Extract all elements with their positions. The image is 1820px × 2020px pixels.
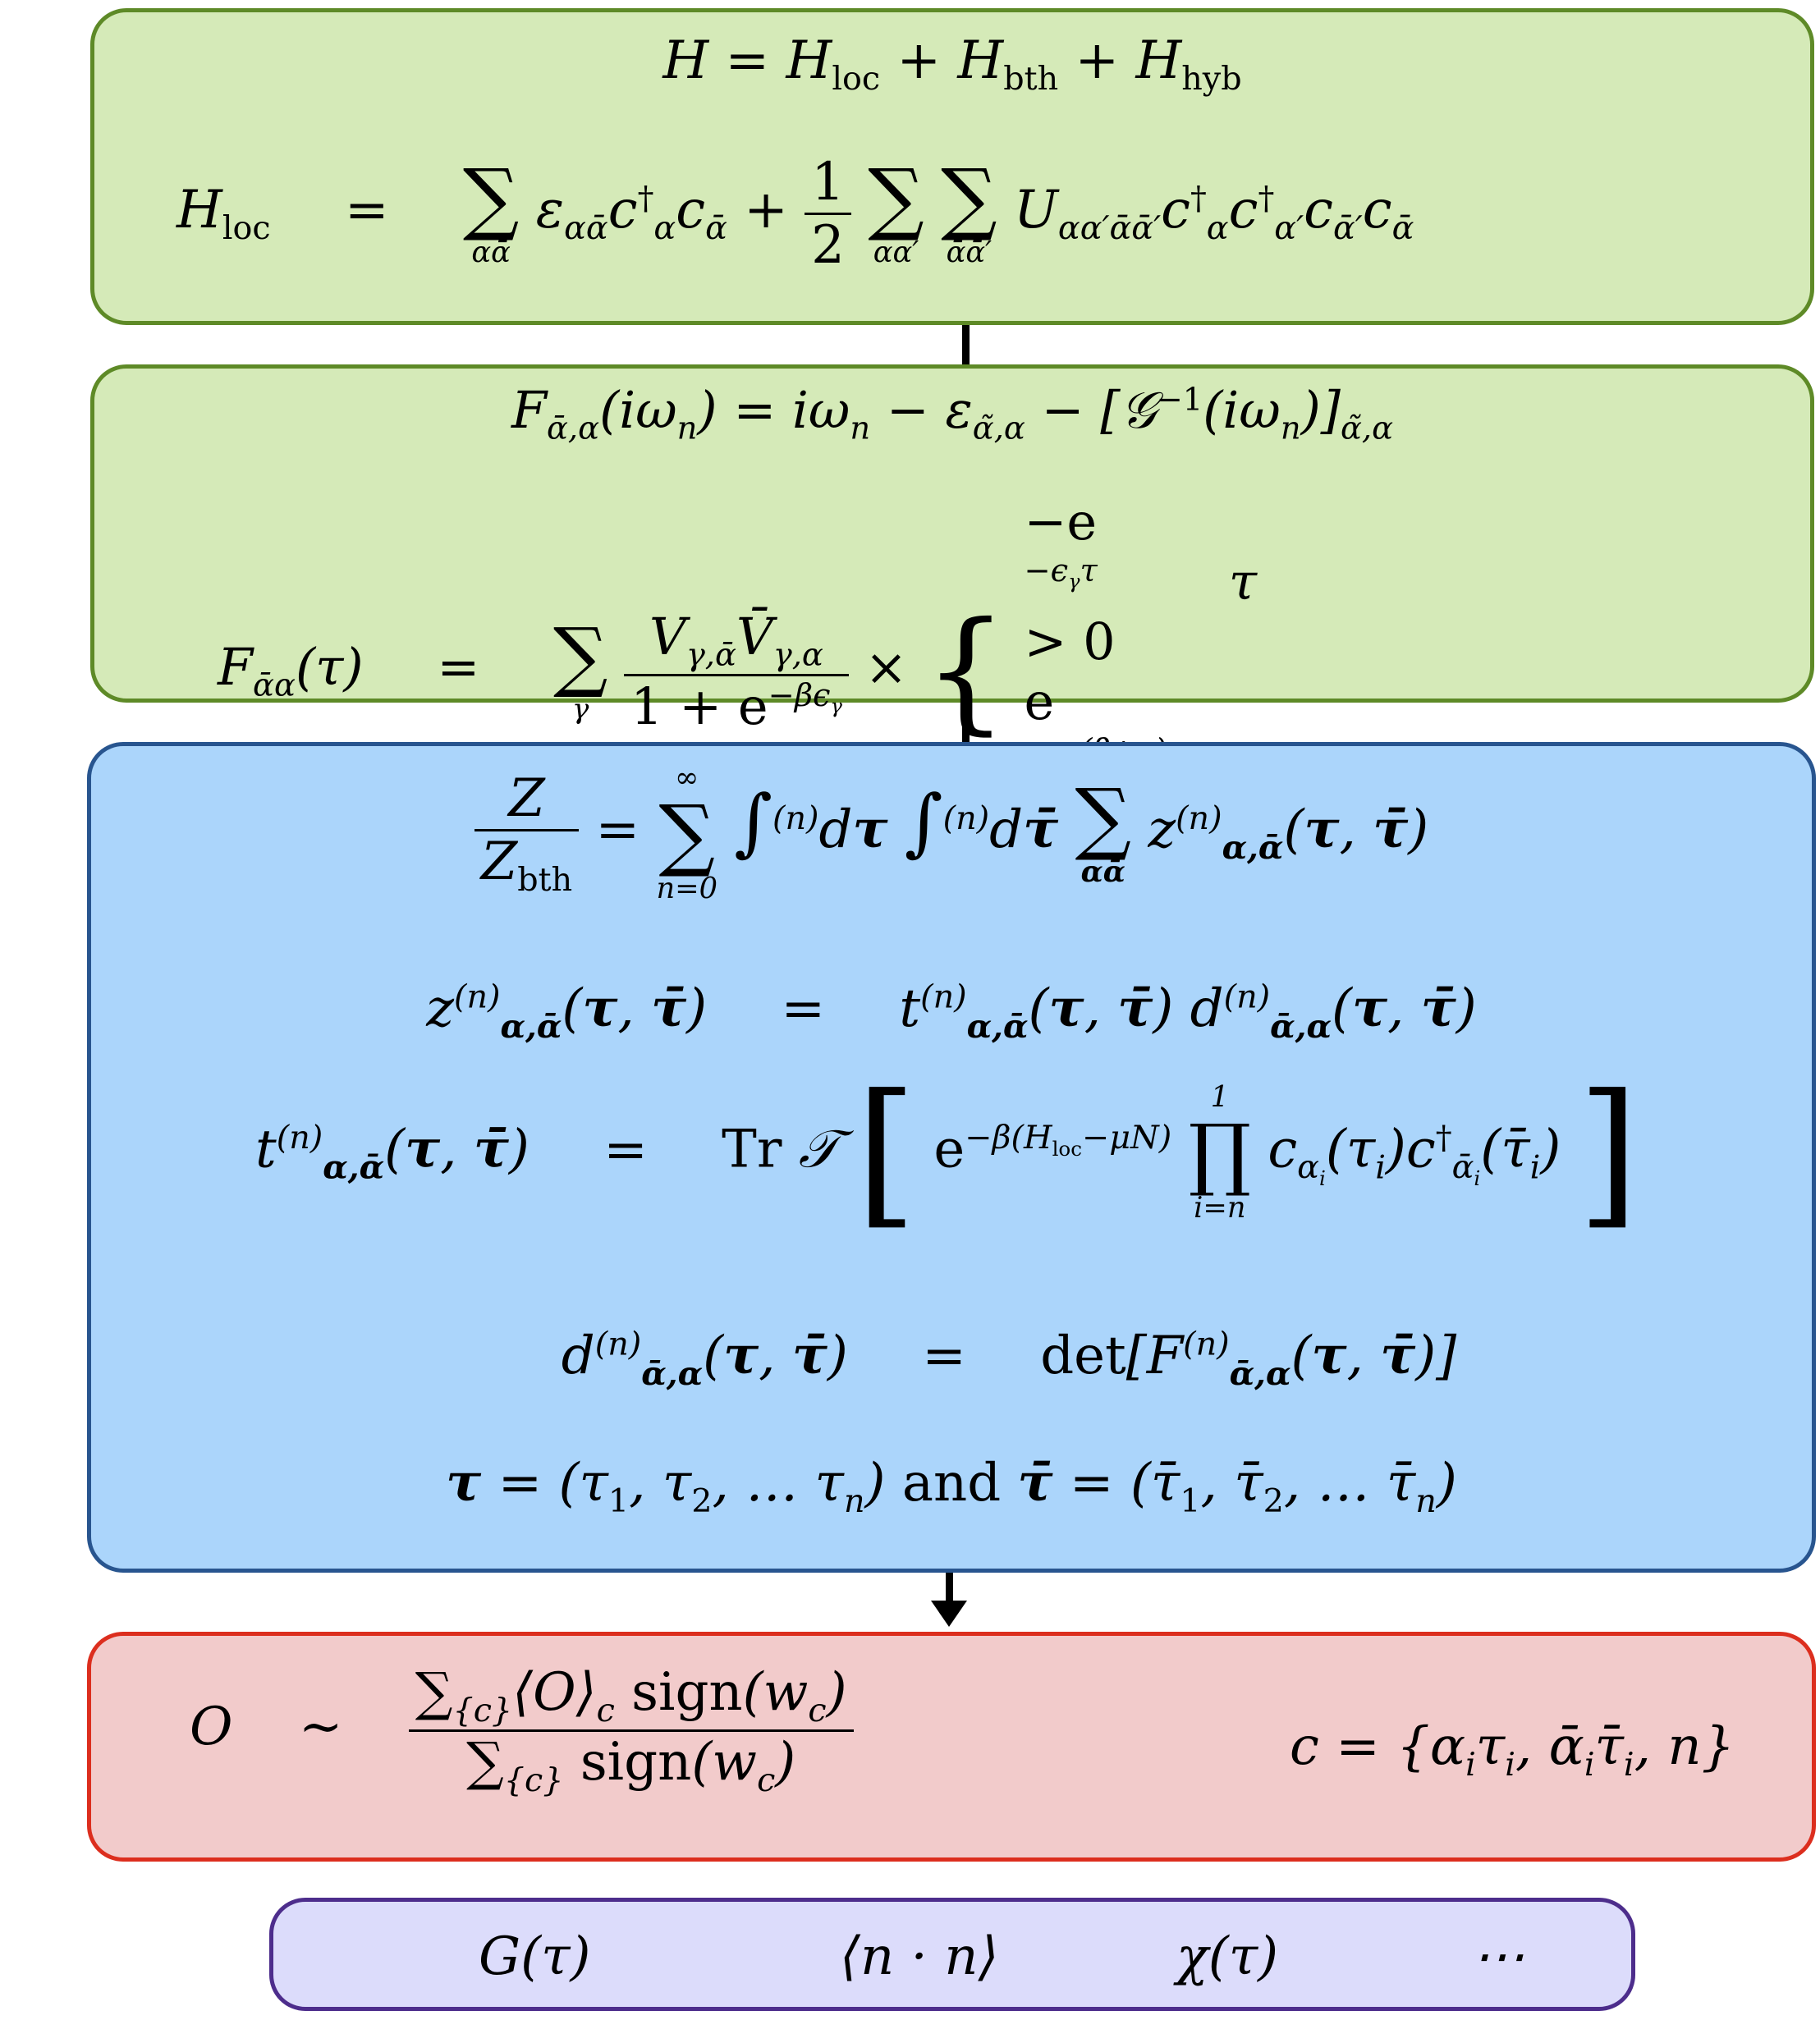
connector-line-1 [962, 325, 970, 366]
determinant-equation: d(n)ᾱ,α(τ, τ̄) = det[F(n)ᾱ,α(τ, τ̄)] [561, 1325, 1457, 1393]
weight-equation: z(n)α,ᾱ(τ, τ̄) = t(n)α,ᾱ(τ, τ̄) d(n)ᾱ,α(… [426, 978, 1477, 1046]
observable-equation: O ∼ ∑{c}⟨O⟩c sign(wc) ∑{c} sign(wc) [190, 1662, 854, 1799]
green-function-label: G(τ) [479, 1926, 591, 1987]
trace-equation: t(n)α,ᾱ(τ, τ̄) = Tr 𝒯 [ e−β(Hloc−μN) 1∏i… [255, 1061, 1639, 1244]
connector-line-3 [946, 1573, 953, 1602]
configuration-definition: c = {αiτi, ᾱiτ̄i, n} [1290, 1716, 1735, 1784]
hamiltonian-equation: H = Hloc + Hbth + Hhyb [662, 30, 1242, 98]
observable-box: O ∼ ∑{c}⟨O⟩c sign(wc) ∑{c} sign(wc) c = … [87, 1632, 1816, 1862]
measured-quantities-box: G(τ) ⟨n · n⟩ χ(τ) ⋯ [269, 1898, 1635, 2011]
hybridization-frequency-equation: Fᾱ,α(iωn) = iωn − εα̃,α − [𝒢−1(iωn)]α̃,α [511, 380, 1394, 447]
density-correlation-label: ⟨n · n⟩ [840, 1926, 999, 1987]
hamiltonian-box: H = Hloc + Hbth + Hhyb Hloc = ∑αᾱ εαᾱc†α… [90, 8, 1814, 325]
time-vector-definition: τ = (τ1, τ2, … τn) and τ̄ = (τ̄1, τ̄2, …… [446, 1452, 1457, 1520]
hybridization-box: Fᾱ,α(iωn) = iωn − εα̃,α − [𝒢−1(iωn)]α̃,α… [90, 364, 1814, 851]
more-ellipsis-label: ⋯ [1472, 1926, 1524, 1987]
connector-line-2 [962, 703, 970, 744]
arrow-down-icon [931, 1601, 967, 1627]
susceptibility-label: χ(τ) [1176, 1926, 1279, 1987]
